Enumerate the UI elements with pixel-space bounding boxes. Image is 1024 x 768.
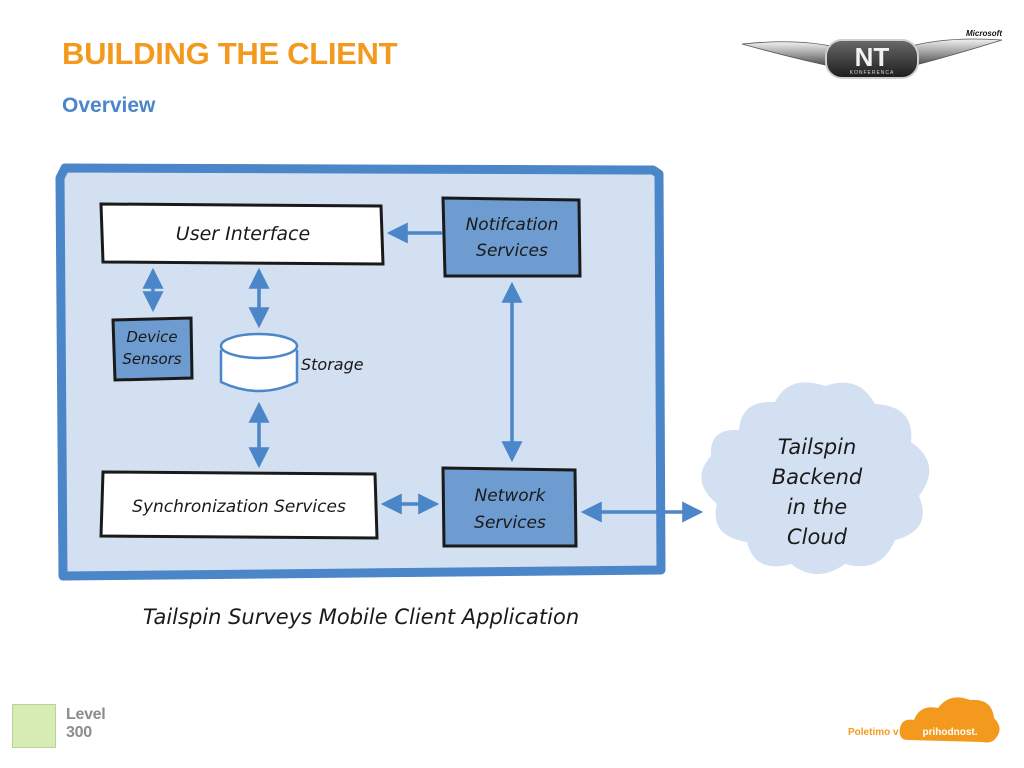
slide-subtitle: Overview — [62, 94, 156, 117]
tagline-word: prihodnost. — [923, 727, 978, 738]
cloud-label-line1: Tailspin — [778, 435, 857, 459]
user-interface-box: User Interface — [99, 202, 385, 266]
architecture-diagram: User Interface Notifcation Services Devi… — [55, 163, 930, 629]
notification-services-box: Notifcation Services — [441, 196, 582, 278]
footer-tagline: Poletimo v prihodnost. — [848, 697, 1000, 743]
level-indicator-square — [12, 704, 56, 748]
storage-cylinder: Storage — [219, 332, 364, 393]
level-label-line2: 300 — [66, 724, 92, 741]
cloud-label-line3: in the — [787, 495, 847, 519]
device-label-line1: Device — [126, 328, 177, 346]
sync-label: Synchronization Services — [132, 497, 346, 517]
slide-title: BUILDING THE CLIENT — [62, 36, 398, 71]
level-label: Level 300 — [66, 706, 106, 742]
nt-konferenca-logo: NT KONFERENCA Microsoft — [741, 29, 1002, 79]
storage-label: Storage — [301, 355, 364, 374]
tagline-prefix: Poletimo v — [848, 727, 899, 738]
synchronization-services-box: Synchronization Services — [99, 470, 379, 540]
cloud-label-line2: Backend — [772, 465, 863, 489]
logo-badge-text: NT — [855, 42, 890, 72]
network-label-line1: Network — [475, 486, 547, 506]
network-label-line2: Services — [474, 513, 546, 533]
logo-brand-text: Microsoft — [966, 29, 1002, 38]
level-label-line1: Level — [66, 706, 106, 723]
logo-badge-subtext: KONFERENCA — [850, 70, 895, 76]
notification-label-line2: Services — [476, 241, 548, 261]
cloud-label-line4: Cloud — [787, 525, 848, 549]
device-sensors-box: Device Sensors — [111, 316, 194, 382]
notification-label-line1: Notifcation — [466, 215, 559, 235]
network-services-box: Network Services — [441, 466, 578, 548]
user-interface-label: User Interface — [176, 223, 310, 245]
device-label-line2: Sensors — [122, 350, 181, 368]
tailspin-backend-cloud: Tailspin Backend in the Cloud — [701, 382, 930, 574]
diagram-caption: Tailspin Surveys Mobile Client Applicati… — [143, 605, 579, 629]
